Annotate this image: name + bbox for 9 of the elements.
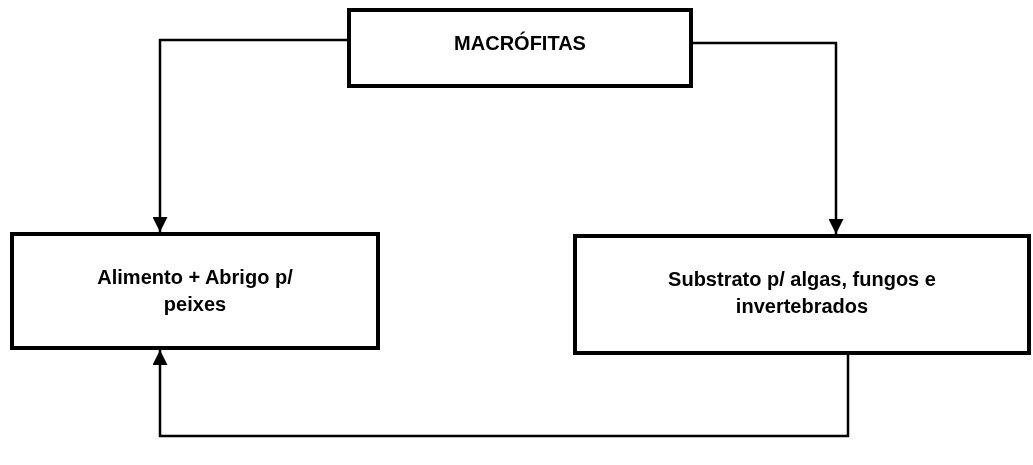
box-label: Substrato p/ algas, fungos e invertebrados (667, 267, 937, 319)
box-label: Alimento + Abrigo p/ peixes (96, 265, 294, 317)
arrow (152, 38, 347, 232)
arrow (693, 41, 844, 234)
process-box (347, 8, 693, 88)
process-box (573, 234, 1031, 355)
arrow (152, 350, 850, 438)
process-box (10, 232, 380, 350)
box-label: MACRÓFITAS (453, 30, 587, 56)
